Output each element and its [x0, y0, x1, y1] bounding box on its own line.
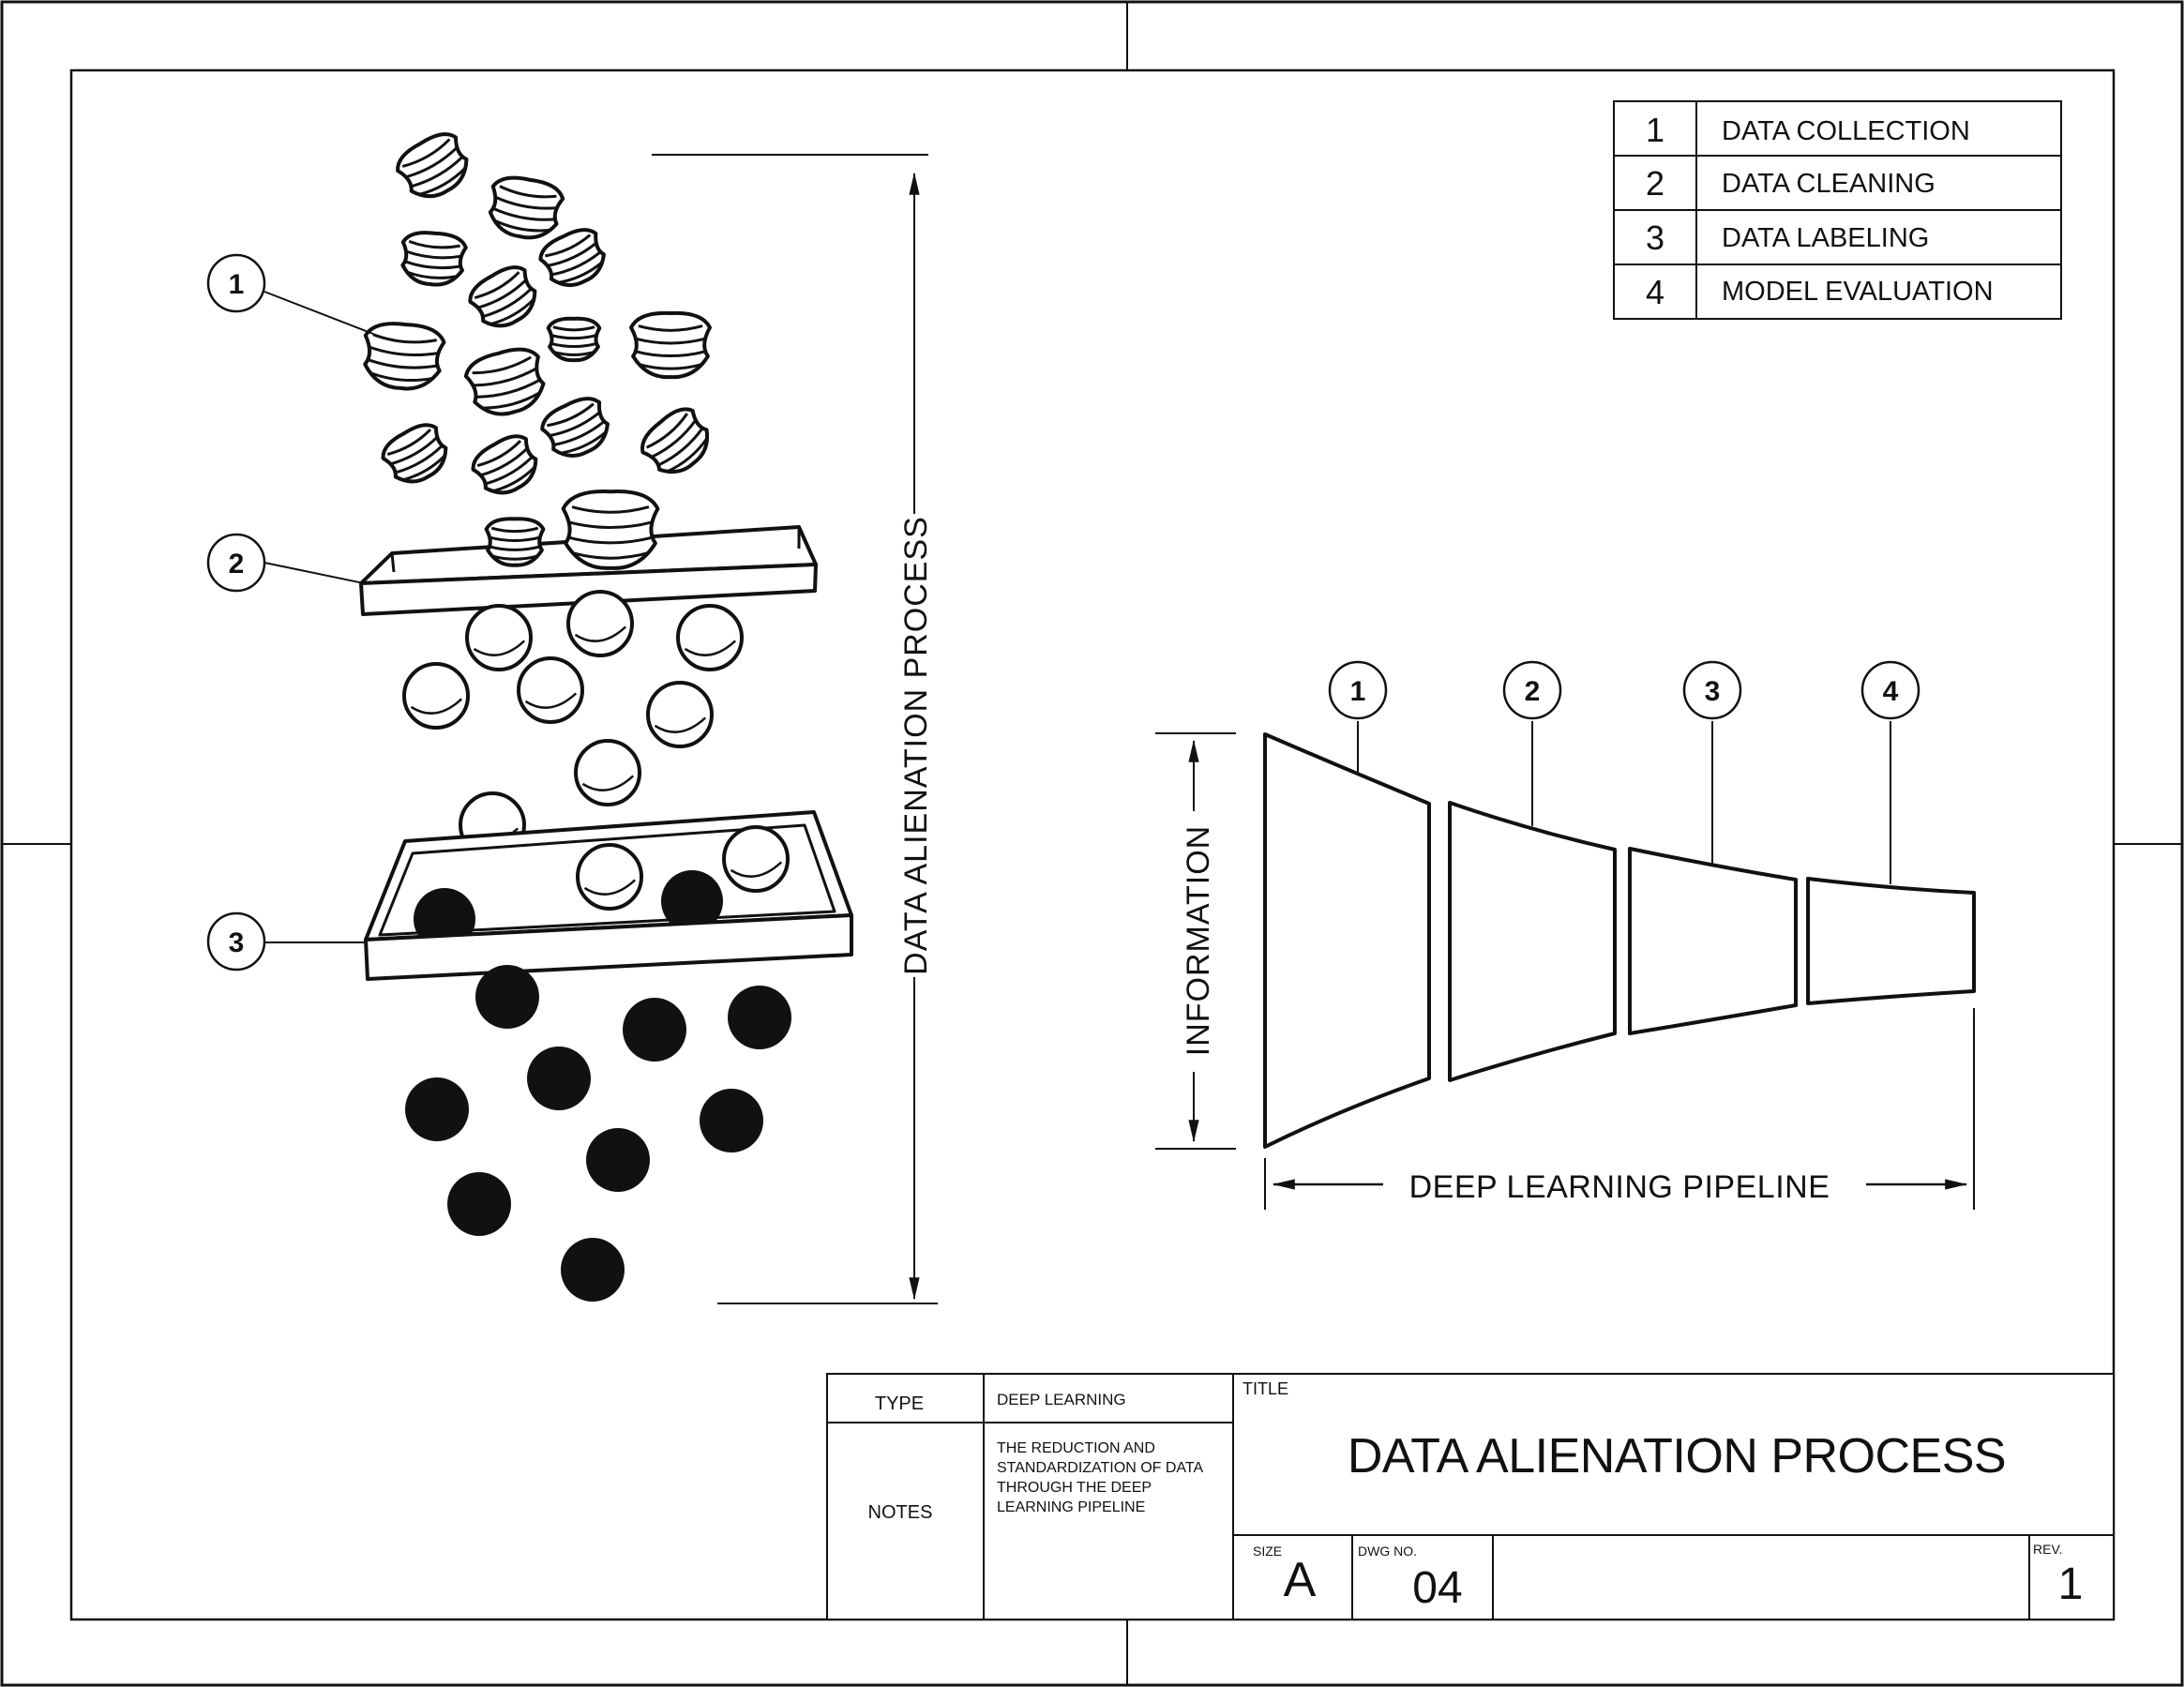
raw-data-blob [540, 397, 610, 458]
clean-data-sphere [517, 656, 584, 724]
raw-data-items [363, 132, 712, 495]
notes-line-3: THROUGH THE DEEP [997, 1480, 1152, 1496]
pipeline-dimension-label: DEEP LEARNING PIPELINE [1409, 1169, 1830, 1205]
svg-text:3: 3 [229, 927, 245, 958]
legend-label-2: DATA CLEANING [1722, 169, 1935, 199]
pipeline-stage-1 [1263, 732, 1431, 1149]
title-block: TYPE DEEP LEARNING NOTES THE REDUCTION A… [826, 1373, 2115, 1620]
labeled-data-dot [728, 986, 791, 1049]
pipeline-dimension: DEEP LEARNING PIPELINE [1264, 1008, 1975, 1210]
svg-text:1: 1 [229, 269, 245, 300]
notes-line-2: STANDARDIZATION OF DATA [997, 1460, 1203, 1476]
legend-num-3: 3 [1646, 218, 1664, 257]
raw-data-blob [363, 322, 446, 391]
notes-label: NOTES [868, 1502, 933, 1523]
left-callouts: 1 2 3 [206, 253, 374, 972]
svg-text:2: 2 [229, 549, 245, 580]
information-label: INFORMATION [1181, 825, 1216, 1056]
raw-data-blob [546, 316, 602, 363]
legend-label-1: DATA COLLECTION [1722, 116, 1970, 146]
callout-pipeline-1: 1 [1328, 660, 1388, 720]
legend-num-2: 2 [1646, 164, 1664, 203]
svg-text:1: 1 [1350, 676, 1366, 707]
clean-data-sphere [566, 590, 634, 657]
rev-label: REV. [2033, 1542, 2062, 1557]
labeled-data-dot [475, 965, 539, 1029]
raw-data-blob [400, 231, 468, 287]
type-label: TYPE [875, 1393, 924, 1414]
vertical-dimension: DATA ALIENATION PROCESS [652, 154, 938, 1304]
items-in-tray [484, 490, 660, 570]
callout-pipeline-3: 3 [1682, 660, 1742, 720]
labeled-data-dot [561, 1238, 625, 1302]
labeled-data-dot [527, 1047, 591, 1110]
tray-blob-large [561, 490, 660, 570]
labeled-data-dot [405, 1077, 469, 1141]
legend-label-3: DATA LABELING [1722, 223, 1929, 253]
title-label: TITLE [1243, 1379, 1288, 1398]
notes-line-1: THE REDUCTION AND [997, 1440, 1155, 1456]
dwg-label: DWG NO. [1358, 1544, 1417, 1559]
clean-data-sphere [646, 681, 714, 748]
raw-data-blob [463, 347, 546, 416]
spheres-in-labeling-tray [414, 825, 790, 950]
raw-data-blob [381, 423, 448, 484]
information-dimension: INFORMATION [1155, 732, 1236, 1150]
legend-num-1: 1 [1646, 111, 1664, 149]
labeled-dot-in-tray [661, 870, 723, 932]
rev-value: 1 [2058, 1559, 2084, 1609]
svg-text:4: 4 [1883, 676, 1899, 707]
dwg-value: 04 [1412, 1563, 1462, 1613]
legend-table: 1 DATA COLLECTION 2 DATA CLEANING 3 DATA… [1613, 100, 2062, 320]
tray-sphere [576, 843, 643, 911]
clean-data-sphere [465, 604, 533, 671]
labeled-data-dots [405, 965, 791, 1302]
legend-label-4: MODEL EVALUATION [1722, 277, 1994, 307]
raw-data-blob [538, 228, 606, 287]
raw-data-blob [468, 265, 537, 328]
size-label: SIZE [1253, 1544, 1282, 1559]
drawing-title: DATA ALIENATION PROCESS [1348, 1429, 2006, 1484]
notes-line-4: LEARNING PIPELINE [997, 1499, 1145, 1515]
vertical-dimension-label: DATA ALIENATION PROCESS [898, 516, 934, 975]
clean-data-sphere [574, 739, 641, 806]
pipeline-stage-2 [1448, 801, 1617, 1082]
legend-num-4: 4 [1646, 273, 1664, 311]
callout-pipeline-2: 2 [1502, 660, 1562, 720]
clean-data-sphere [676, 604, 744, 671]
raw-data-blob [488, 175, 565, 240]
raw-data-blob [629, 310, 712, 380]
callout-pipeline-4: 4 [1860, 660, 1920, 720]
callout-left-2: 2 [206, 533, 266, 593]
raw-data-blob [471, 434, 538, 495]
pipeline-stage-3 [1628, 847, 1798, 1035]
tray-blob-small [484, 517, 546, 567]
type-value: DEEP LEARNING [997, 1391, 1126, 1408]
labeled-data-dot [623, 998, 686, 1062]
labeled-data-dot [700, 1089, 763, 1152]
labeling-tray-front [364, 913, 853, 981]
raw-data-blob [640, 407, 710, 474]
callout-left-1: 1 [206, 253, 266, 313]
clean-data-sphere [402, 662, 470, 730]
pipeline-funnel: 1 2 3 4 [1263, 660, 1976, 1149]
labeled-data-dot [586, 1128, 650, 1192]
raw-data-blob [396, 132, 469, 199]
svg-text:2: 2 [1525, 676, 1541, 707]
tray-sphere [722, 825, 790, 893]
labeled-data-dot [447, 1172, 511, 1236]
pipeline-stage-4 [1806, 877, 1976, 1005]
callout-left-3: 3 [206, 911, 266, 972]
svg-text:3: 3 [1705, 676, 1721, 707]
size-value: A [1284, 1553, 1317, 1607]
